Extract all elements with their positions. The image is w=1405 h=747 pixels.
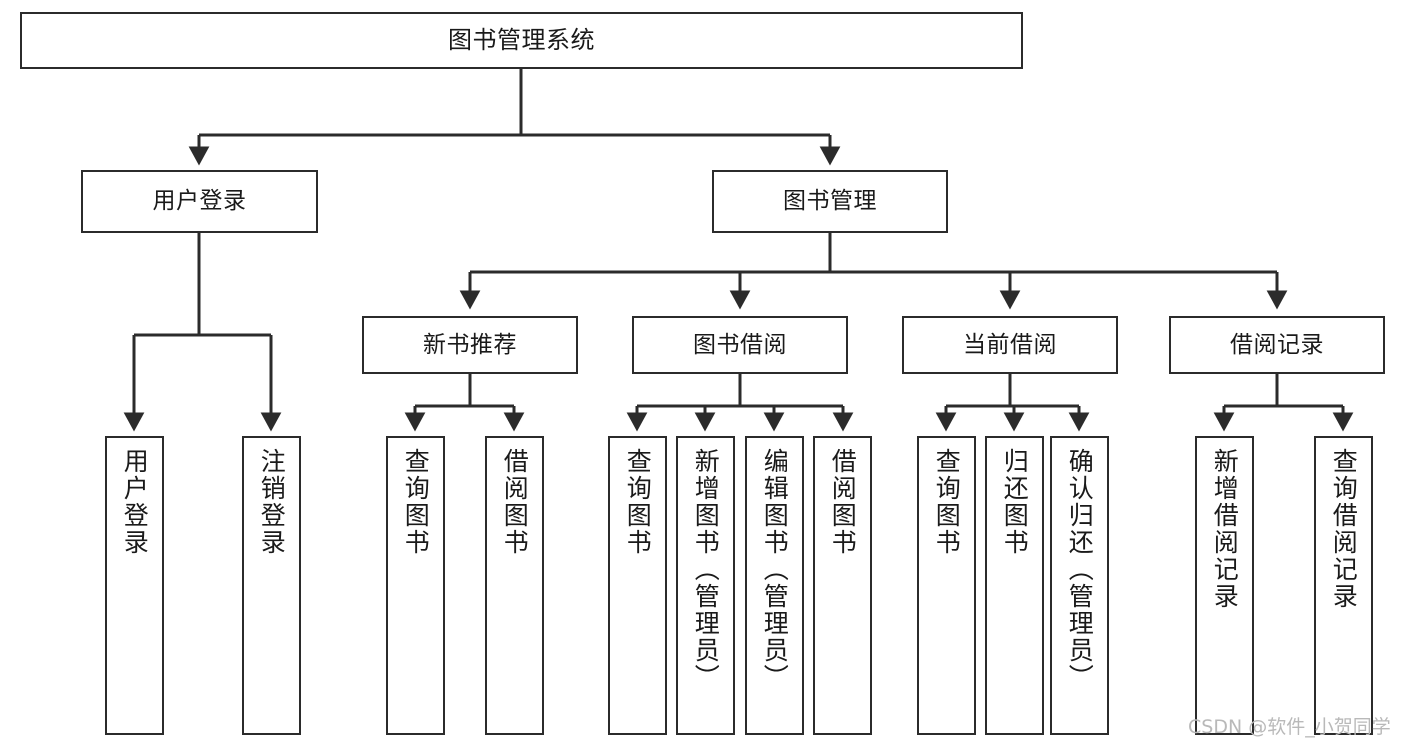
node-leaf-add-book-admin[interactable]: 新增图书（管理员） xyxy=(676,436,735,735)
node-label: 查询图书 xyxy=(932,448,962,556)
node-book-manage[interactable]: 图书管理 xyxy=(712,170,948,233)
node-label: 新增借阅记录 xyxy=(1210,448,1240,610)
node-label: 图书借阅 xyxy=(693,331,787,358)
node-label: 用户登录 xyxy=(120,448,150,556)
node-current-borrow[interactable]: 当前借阅 xyxy=(902,316,1118,374)
node-label: 图书管理系统 xyxy=(448,25,595,54)
node-leaf-add-borrow-record[interactable]: 新增借阅记录 xyxy=(1195,436,1254,735)
node-label: 新书推荐 xyxy=(423,331,517,358)
node-label: 确认归还（管理员） xyxy=(1065,448,1095,691)
node-label: 借阅图书 xyxy=(828,448,858,556)
node-label: 图书管理 xyxy=(783,188,877,215)
node-borrow-record[interactable]: 借阅记录 xyxy=(1169,316,1385,374)
node-label: 用户登录 xyxy=(152,188,247,215)
node-leaf-confirm-return-admin[interactable]: 确认归还（管理员） xyxy=(1050,436,1109,735)
node-label: 新增图书（管理员） xyxy=(691,448,721,691)
node-leaf-borrow-book-recommend[interactable]: 借阅图书 xyxy=(485,436,544,735)
node-label: 借阅图书 xyxy=(500,448,530,556)
node-book-borrow[interactable]: 图书借阅 xyxy=(632,316,848,374)
node-leaf-query-book-current[interactable]: 查询图书 xyxy=(917,436,976,735)
node-label: 当前借阅 xyxy=(963,331,1057,358)
node-label: 查询借阅记录 xyxy=(1329,448,1359,610)
node-leaf-query-book-borrow[interactable]: 查询图书 xyxy=(608,436,667,735)
node-label: 借阅记录 xyxy=(1230,331,1324,358)
csdn-watermark: CSDN @软件_小贺同学 xyxy=(1188,716,1391,738)
node-leaf-borrow-book[interactable]: 借阅图书 xyxy=(813,436,872,735)
node-label: 查询图书 xyxy=(401,448,431,556)
node-new-book-recommend[interactable]: 新书推荐 xyxy=(362,316,578,374)
node-leaf-return-book[interactable]: 归还图书 xyxy=(985,436,1044,735)
node-leaf-query-book-recommend[interactable]: 查询图书 xyxy=(386,436,445,735)
node-user-login[interactable]: 用户登录 xyxy=(81,170,318,233)
node-root-book-management-system[interactable]: 图书管理系统 xyxy=(20,12,1023,69)
node-label: 归还图书 xyxy=(1000,448,1030,556)
node-label: 编辑图书（管理员） xyxy=(760,448,790,691)
node-leaf-edit-book-admin[interactable]: 编辑图书（管理员） xyxy=(745,436,804,735)
node-leaf-logout[interactable]: 注销登录 xyxy=(242,436,301,735)
node-label: 查询图书 xyxy=(623,448,653,556)
node-label: 注销登录 xyxy=(257,448,287,556)
node-leaf-query-borrow-record[interactable]: 查询借阅记录 xyxy=(1314,436,1373,735)
node-leaf-user-login[interactable]: 用户登录 xyxy=(105,436,164,735)
